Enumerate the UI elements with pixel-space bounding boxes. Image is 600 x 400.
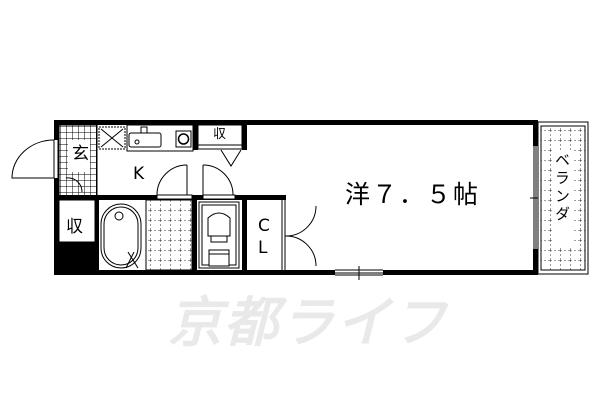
- western-room-label: 洋７．５帖: [345, 180, 481, 209]
- watermark: 京都ライフ: [168, 291, 448, 354]
- storage-top-label: 収: [213, 127, 227, 142]
- kitchen-counter: [98, 124, 194, 152]
- veranda-label: ベランダ: [553, 152, 571, 224]
- toilet: [198, 201, 240, 269]
- closet-label-c: C: [258, 216, 270, 236]
- bath-floor: [145, 199, 193, 271]
- bathtub: [99, 200, 145, 270]
- veranda: [537, 121, 589, 275]
- storage-left-label: 収: [66, 217, 83, 237]
- closet: [247, 200, 317, 270]
- entrance-door: [11, 139, 59, 179]
- entrance-label: 玄: [72, 144, 89, 164]
- exterior-walls: [54, 120, 538, 275]
- closet-label-l: L: [258, 238, 268, 258]
- kitchen-label: K: [133, 164, 145, 184]
